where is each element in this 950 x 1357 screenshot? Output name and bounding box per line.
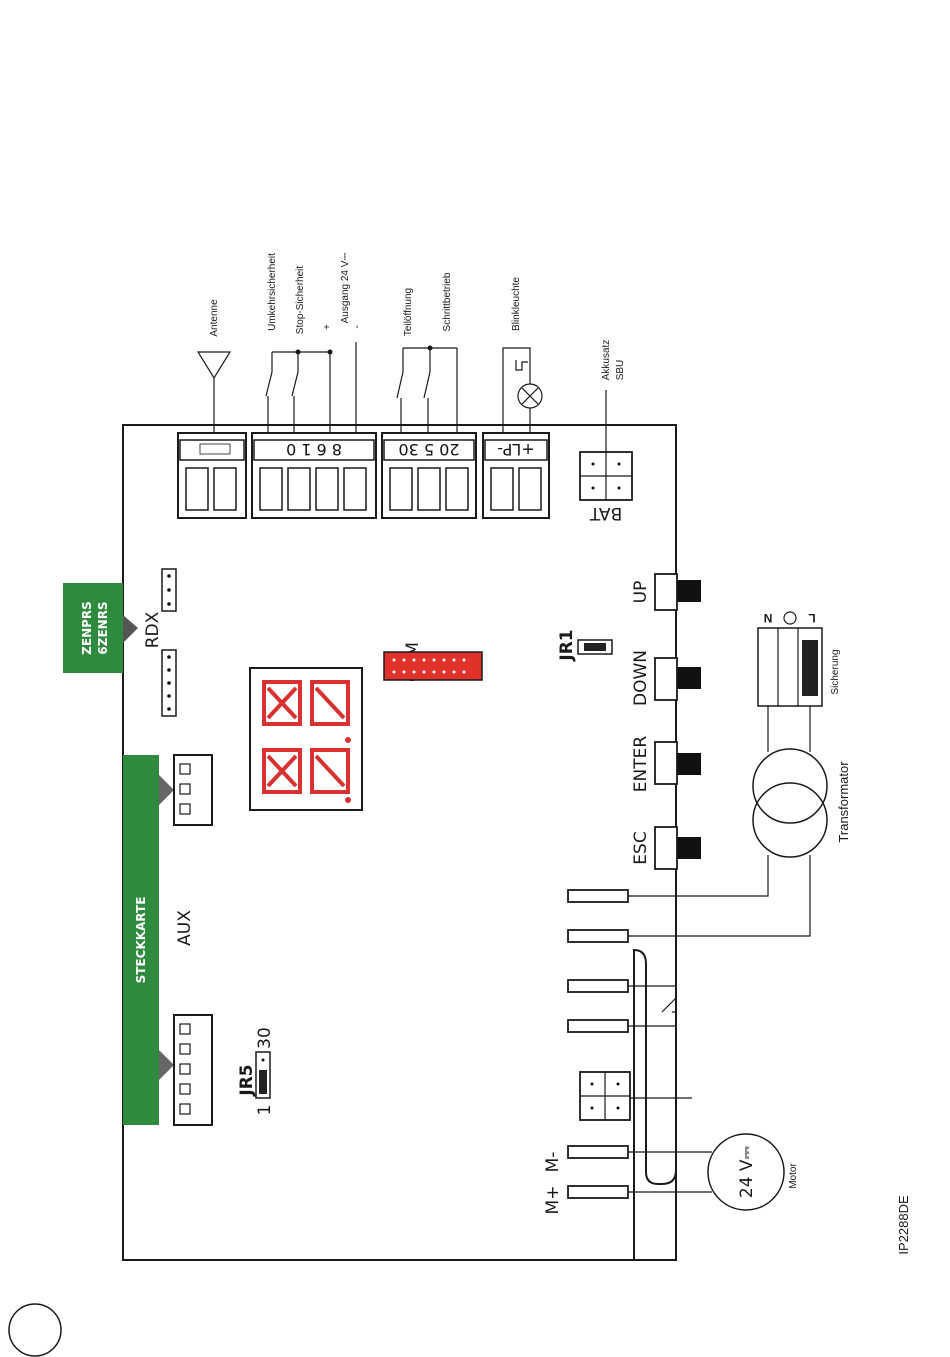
jr5-jumper: JR5 1 30 bbox=[237, 1027, 275, 1115]
terminal-safety-labels: 8 6 1 0 bbox=[286, 440, 342, 459]
plus-label: + bbox=[322, 324, 333, 330]
neutral-label: N bbox=[764, 611, 773, 625]
motor-symbol: 24 V⎓ Motor bbox=[628, 1134, 799, 1210]
radio-card-label-1: ZENPRS bbox=[80, 601, 94, 655]
junction-dot bbox=[328, 350, 333, 355]
partial-opening-label: Teilöffnung bbox=[403, 288, 414, 336]
bat-connector: BAT bbox=[580, 452, 632, 523]
aux-connector: AUX bbox=[174, 755, 212, 1125]
transformer-label: Transformator bbox=[836, 761, 851, 843]
fuse-block: Sicherung N L bbox=[758, 611, 841, 706]
terminal-lamp-labels: +LP- bbox=[497, 440, 534, 459]
board-outline bbox=[123, 425, 676, 1260]
m-plus-label: M+ bbox=[543, 1186, 563, 1215]
led-display bbox=[250, 668, 362, 810]
button-enter[interactable]: ENTER bbox=[631, 736, 701, 793]
bat-label: BAT bbox=[589, 503, 622, 523]
stop-safety-label: Stop-Sicherheit bbox=[295, 266, 306, 335]
step-mode-label: Schrittbetrieb bbox=[442, 272, 453, 331]
button-down-label: DOWN bbox=[631, 650, 651, 706]
lamp-wiring bbox=[503, 348, 542, 433]
terminal-safety: 8 6 1 0 bbox=[252, 433, 376, 518]
antenna-symbol bbox=[198, 352, 230, 433]
jr5-label: JR5 bbox=[237, 1064, 257, 1096]
power-terminals bbox=[568, 890, 628, 1198]
control-wiring bbox=[397, 348, 457, 433]
output-24v-label: Ausgang 24 V⎓ bbox=[340, 253, 351, 324]
antenna-label: Antenne bbox=[209, 299, 220, 337]
fuse-label: Sicherung bbox=[830, 649, 841, 694]
flashing-light-label: Blinkleuchte bbox=[511, 277, 522, 331]
battery-pack-label: Akkusatz bbox=[601, 340, 612, 381]
terminal-control: 20 5 30 bbox=[382, 433, 476, 518]
safety-wiring bbox=[266, 342, 356, 433]
terminal-antenna bbox=[178, 433, 246, 518]
jr1-label: JR1 bbox=[557, 629, 577, 661]
m-minus-label: M- bbox=[543, 1152, 563, 1173]
terminal-lamp: +LP- bbox=[483, 433, 549, 518]
button-esc[interactable]: ESC bbox=[631, 827, 701, 869]
button-esc-label: ESC bbox=[631, 831, 651, 864]
aux-label: AUX bbox=[175, 910, 195, 946]
transformer-symbol: Transformator bbox=[628, 706, 851, 936]
button-down[interactable]: DOWN bbox=[631, 650, 701, 706]
board-frame bbox=[123, 425, 676, 1260]
jr5-left-label: 1 bbox=[255, 1105, 275, 1116]
junction-dot bbox=[296, 350, 301, 355]
button-up[interactable]: UP bbox=[631, 574, 701, 610]
button-up-label: UP bbox=[631, 581, 651, 604]
live-label: L bbox=[808, 611, 815, 625]
jr1-jumper: JR1 bbox=[557, 629, 612, 661]
relay-contact bbox=[628, 986, 676, 1026]
motor-label: Motor bbox=[788, 1163, 799, 1189]
plugin-card: STECKKARTE bbox=[123, 755, 174, 1125]
reversing-safety-label: Umkehrsicherheit bbox=[267, 253, 278, 331]
diagram-code: IP2288DE bbox=[896, 1195, 911, 1255]
jr5-right-label: 30 bbox=[255, 1027, 275, 1049]
button-enter-label: ENTER bbox=[631, 736, 651, 793]
rdx-connector: RDX bbox=[143, 569, 176, 716]
rdx-label: RDX bbox=[143, 611, 163, 648]
sbu-label: SBU bbox=[615, 360, 626, 381]
junction-dot bbox=[428, 346, 433, 351]
minus-label: - bbox=[352, 325, 363, 328]
page-marker bbox=[9, 1304, 61, 1356]
com-connector: COM bbox=[384, 642, 482, 682]
motor-voltage-label: 24 V⎓ bbox=[737, 1145, 757, 1198]
radio-card-label-2: 6ZENRS bbox=[96, 601, 110, 654]
plugin-card-label: STECKKARTE bbox=[134, 897, 148, 984]
radio-card: ZENPRS 6ZENRS bbox=[63, 583, 138, 673]
terminal-control-labels: 20 5 30 bbox=[398, 440, 459, 459]
